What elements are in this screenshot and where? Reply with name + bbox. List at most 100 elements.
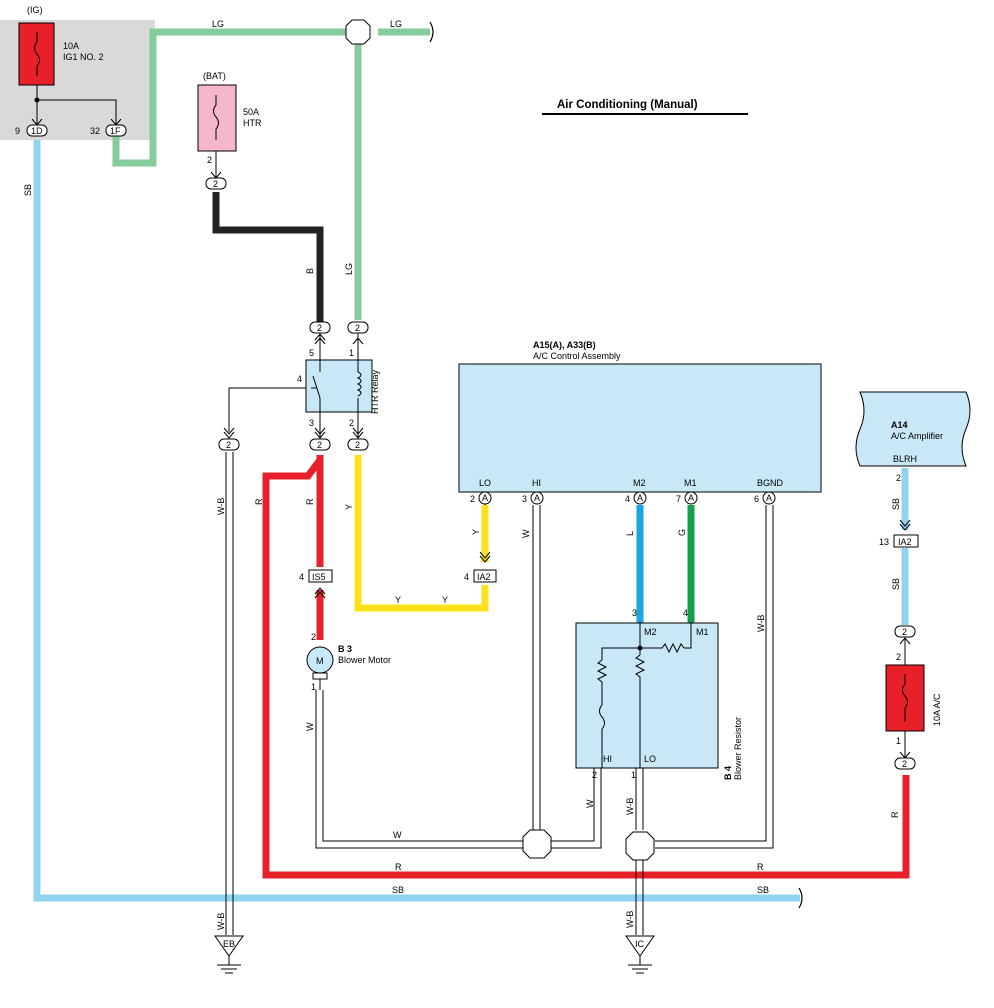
connector-1d-pin: 9 (15, 126, 20, 136)
arrow-up-icon (314, 587, 326, 599)
htr-fuse (197, 84, 237, 152)
blower-motor-pin-top: 2 (311, 632, 316, 642)
relay-pin-1: 1 (349, 348, 354, 358)
wire-label-sb-3: SB (757, 885, 769, 895)
resistor-pin-4: 4 (683, 608, 688, 618)
control-assembly-name: A/C Control Assembly (533, 351, 621, 361)
ac-fuse-name: 10A A/C (932, 693, 942, 726)
terminal-m2-pin: 4 (625, 494, 630, 504)
wire-label-w-4: W (585, 799, 595, 808)
ig-fuse-rating: 10A (63, 41, 79, 51)
wire-label-g: G (677, 529, 687, 536)
connector-ia2-left-pin: 4 (464, 572, 469, 582)
wire-label-lg-2: LG (390, 19, 402, 29)
motor-base-icon (312, 672, 328, 680)
ac-amplifier-name: A/C Amplifier (891, 431, 943, 441)
resistor-name: Blower Resistor (733, 717, 743, 780)
wire-r-main (262, 457, 910, 879)
fuse-icon (902, 674, 908, 722)
resistor-pin-1: 1 (631, 770, 636, 780)
wire-label-wb-4: W-B (625, 911, 635, 928)
connector-ac-fuse-bottom-label: 2 (902, 759, 907, 769)
wire-sb-main (33, 140, 800, 902)
relay-pin-4: 4 (297, 374, 302, 384)
connector-wb-ground (218, 438, 240, 451)
blower-motor-name: Blower Motor (338, 655, 391, 665)
terminal-bgnd: BGND A 6 (754, 478, 784, 505)
wire-label-wb-2: W-B (216, 913, 226, 930)
wire-label-r-3: R (395, 862, 402, 872)
terminal-lo-pin: 2 (470, 494, 475, 504)
blower-motor-symbol: M (316, 656, 324, 666)
wire-label-y-2: Y (395, 595, 401, 605)
connector-ac-fuse-top-label: 2 (902, 627, 907, 637)
ac-amplifier-pin: 2 (896, 473, 901, 483)
connector-a-m1-label: A (688, 493, 694, 503)
wire-label-r-2: R (305, 498, 315, 505)
wire-label-sb-1: SB (23, 184, 33, 196)
connector-htr-label: 2 (213, 179, 218, 189)
page-title: Air Conditioning (Manual) (557, 99, 698, 111)
wire-label-lg-1: LG (212, 19, 224, 29)
connector-ia2-left (473, 569, 497, 583)
ac-fuse-pin-bottom: 1 (896, 736, 901, 746)
htr-fuse-name: HTR (243, 118, 262, 128)
connector-a-m2-label: A (637, 493, 643, 503)
wire-b (212, 192, 324, 322)
wire-lg-1f (112, 28, 356, 167)
connector-ia2-left-label: IA2 (477, 572, 491, 582)
wire-label-w-3: W (521, 529, 531, 538)
ground-eb: EB (214, 935, 244, 974)
wire-label-y-1: Y (344, 504, 354, 510)
junction-dot (637, 645, 643, 651)
connector-a-m1 (684, 491, 698, 505)
connector-htr (205, 177, 227, 190)
ground-ic: IC (625, 935, 655, 974)
arrow-down-icon (352, 427, 364, 439)
ig-fuse-name: IG1 NO. 2 (63, 52, 104, 62)
connector-a-bgnd-label: A (766, 493, 772, 503)
wire-label-wb-5: W-B (756, 615, 766, 632)
wire-label-w-2: W (393, 830, 402, 840)
resistor-hi-label: HI (603, 754, 612, 764)
junction-w (522, 829, 552, 859)
blower-motor-code: B 3 (338, 644, 352, 654)
connector-ia2-right-label: IA2 (898, 537, 912, 547)
terminal-hi-pin: 3 (522, 494, 527, 504)
connector-1f-pin: 32 (90, 126, 100, 136)
connector-1f (105, 124, 127, 137)
relay-pin-5: 5 (309, 348, 314, 358)
ig-group-label: (IG) (27, 5, 43, 15)
connector-relay-2-label: 2 (355, 440, 360, 450)
junction-dot (34, 97, 40, 103)
fuse-icon (213, 95, 219, 140)
connector-a-hi-label: A (534, 493, 540, 503)
arrow-down-icon (314, 427, 326, 439)
resistor-m1-label: M1 (696, 627, 709, 637)
resistor-m2-label: M2 (644, 627, 657, 637)
arrow-down-icon (479, 551, 491, 563)
ac-amplifier (855, 391, 971, 467)
ground-eb-label: EB (223, 939, 235, 949)
connector-relay-5-label: 2 (317, 323, 322, 333)
relay-pin-3: 3 (309, 418, 314, 428)
relay-coil-icon (356, 371, 362, 397)
wire-w-group (225, 387, 774, 935)
wire-label-sb-2: SB (392, 885, 404, 895)
ac-amplifier-code: A14 (891, 420, 908, 430)
connector-ia2-right-pin: 13 (879, 537, 889, 547)
connector-relay-2 (347, 438, 369, 451)
wire-label-w-1: W (305, 722, 315, 731)
wire-label-y-3: Y (442, 595, 448, 605)
blower-resistor (575, 622, 719, 769)
ac-fuse-pin-top: 2 (896, 652, 901, 662)
wire-label-r-1: R (254, 498, 264, 505)
ground-ic-label: IC (635, 939, 645, 949)
resistor-lo-label: LO (644, 754, 656, 764)
htr-fuse-rating: 50A (243, 107, 259, 117)
terminal-m1-pin: 7 (676, 494, 681, 504)
connector-is5 (308, 569, 333, 583)
connector-is5-pin: 4 (299, 572, 304, 582)
fuse-icon (34, 32, 40, 76)
